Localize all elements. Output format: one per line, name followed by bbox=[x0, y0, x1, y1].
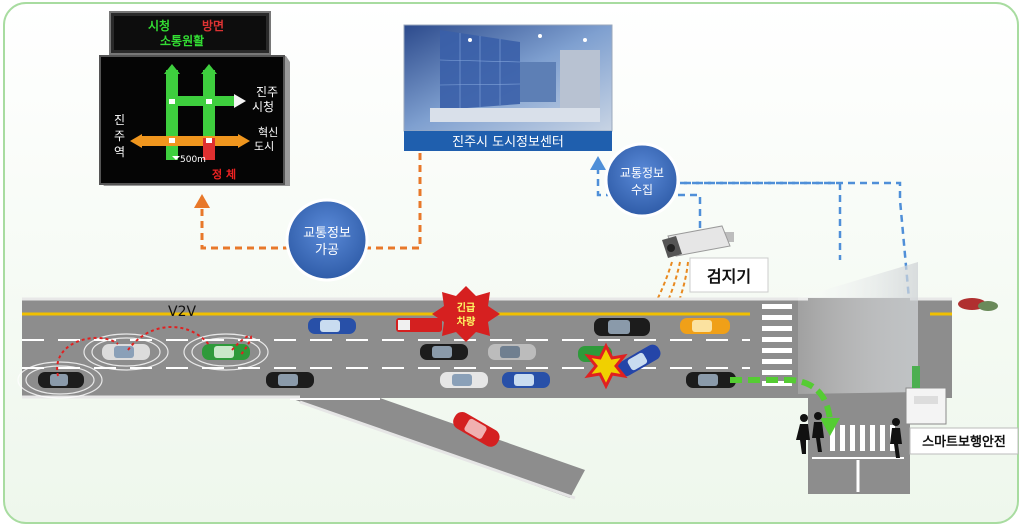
process-arrow-head bbox=[194, 194, 210, 208]
map-right-bottom-1: 혁신 bbox=[258, 126, 278, 139]
smart-crosswalk-label-box bbox=[909, 427, 1019, 455]
car-white-1 bbox=[102, 344, 150, 360]
collect-circle-line2: 수집 bbox=[631, 183, 653, 197]
map-left-2: 주 bbox=[114, 129, 125, 143]
process-arrow bbox=[200, 153, 422, 250]
v2v-arcs bbox=[56, 326, 252, 377]
crash-icon bbox=[584, 342, 628, 390]
car-blue-1 bbox=[308, 318, 356, 334]
center-banner: 진주시 도시정보센터 bbox=[452, 135, 564, 150]
collect-circle bbox=[604, 142, 680, 218]
process-circle-line1: 교통정보 bbox=[303, 226, 351, 241]
info-center-photo bbox=[403, 24, 613, 132]
collect-circle-line1: 교통정보 bbox=[620, 166, 664, 180]
detector-label: 검지기 bbox=[707, 267, 751, 286]
collect-arrow-head bbox=[590, 156, 606, 170]
smart-crosswalk-device-icon bbox=[905, 366, 947, 425]
car-orange-1 bbox=[680, 318, 730, 334]
center-banner-bg bbox=[404, 131, 612, 151]
map-right-bottom-2: 도시 bbox=[254, 140, 274, 153]
car-blue-2 bbox=[502, 372, 550, 388]
guidance-arrow-head bbox=[820, 418, 840, 436]
map-distance: 500m bbox=[180, 155, 206, 165]
fire-truck bbox=[396, 318, 442, 332]
vms-line1-a: 시청 bbox=[148, 18, 170, 33]
car-black-5 bbox=[686, 372, 736, 388]
sensor-beam bbox=[798, 262, 918, 394]
map-sign-board: 진주 시청 혁신 도시 진 주 역 500m 정 체 bbox=[99, 55, 290, 186]
vms-line1-b: 방면 bbox=[202, 18, 224, 33]
map-left-1: 진 bbox=[114, 113, 125, 127]
v2v-ripples bbox=[17, 333, 269, 399]
car-black-3 bbox=[420, 344, 468, 360]
vms-top-sign: 시청 방면 소통원활 bbox=[109, 11, 271, 55]
process-circle-line2: 가공 bbox=[315, 243, 339, 258]
car-grey-1 bbox=[488, 344, 536, 360]
map-left-3: 역 bbox=[114, 145, 125, 159]
smart-crosswalk-label: 스마트보행안전 bbox=[922, 434, 1006, 450]
car-black-1 bbox=[38, 372, 84, 388]
roadside-plant-icon bbox=[958, 298, 998, 311]
pedestrian-icons bbox=[796, 412, 902, 458]
car-blue-crashed bbox=[617, 344, 661, 377]
car-white-2 bbox=[440, 372, 488, 388]
car-red-ramp bbox=[453, 412, 500, 447]
cctv-camera-icon bbox=[662, 225, 734, 258]
car-black-2 bbox=[266, 372, 314, 388]
process-circle bbox=[285, 198, 369, 282]
emergency-line1: 긴급 bbox=[457, 301, 475, 314]
v2v-label: V2V bbox=[168, 304, 196, 320]
emergency-badge bbox=[432, 286, 500, 342]
road-vertical-left bbox=[166, 70, 178, 160]
emergency-line2: 차량 bbox=[457, 315, 476, 328]
car-black-4 bbox=[594, 318, 650, 336]
guidance-arrow bbox=[730, 377, 833, 421]
map-right-top-2: 시청 bbox=[252, 100, 274, 114]
map-right-top-1: 진주 bbox=[256, 85, 278, 99]
car-green-1 bbox=[202, 344, 250, 360]
detector-label-box bbox=[689, 257, 769, 293]
map-status: 정 체 bbox=[212, 167, 236, 181]
vms-line2: 소통원활 bbox=[160, 33, 204, 48]
